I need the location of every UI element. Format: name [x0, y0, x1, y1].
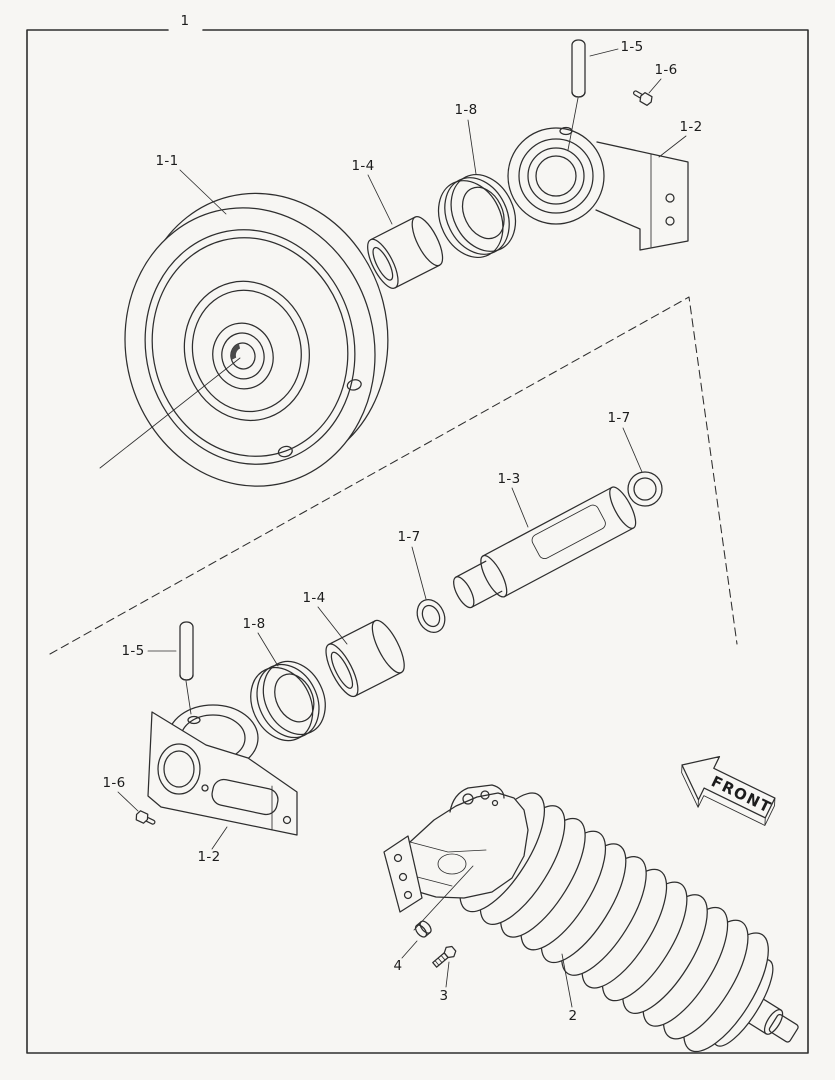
callout-1-4-bottom: 1-4: [302, 590, 326, 606]
seal-ring-bottom-drawing: [250, 660, 326, 742]
callout-1-2-top: 1-2: [679, 119, 703, 135]
callout-1-6-bottom: 1-6: [102, 775, 126, 791]
diagram-border: [26, 29, 809, 1054]
callout-3: 3: [439, 988, 449, 1004]
o-ring-upper-drawing: [627, 471, 663, 507]
callout-1-8-bottom: 1-8: [242, 616, 266, 632]
recoil-spring-drawing: [383, 784, 799, 1053]
bolt-bottom-drawing: [135, 810, 156, 825]
bolt-top-drawing: [633, 90, 653, 106]
bushing-bottom-drawing: [325, 619, 405, 698]
bracket-top-drawing: [507, 126, 689, 251]
bushing-top-drawing: [367, 215, 444, 289]
callout-1-7-upper: 1-7: [607, 410, 631, 426]
callout-1-5-bottom: 1-5: [121, 643, 145, 659]
callout-1-6-top: 1-6: [654, 62, 678, 78]
callout-1-4-top: 1-4: [351, 158, 375, 174]
callout-2: 2: [568, 1008, 578, 1024]
callout-assembly-1: 1: [180, 13, 190, 29]
pin-bottom-drawing: [179, 621, 194, 681]
idler-wheel-drawing: [124, 192, 389, 487]
seal-ring-top-drawing: [437, 174, 517, 258]
bracket-bottom-drawing: [147, 704, 298, 836]
washer-4-drawing: [414, 920, 432, 938]
shaft-drawing: [453, 486, 637, 609]
callout-1-5-top: 1-5: [620, 39, 644, 55]
pin-top-drawing: [571, 39, 586, 98]
callout-1-1: 1-1: [155, 153, 179, 169]
front-direction-arrow: FRONT: [681, 755, 776, 826]
callout-1-8-top: 1-8: [454, 102, 478, 118]
callout-1-2-bottom: 1-2: [197, 849, 221, 865]
o-ring-lower-drawing: [416, 599, 446, 633]
assembly-boundary-dashed-line: [49, 296, 738, 655]
callout-1-3: 1-3: [497, 471, 521, 487]
callout-4: 4: [393, 958, 403, 974]
bolt-3-drawing: [432, 945, 457, 968]
callout-1-7-lower: 1-7: [397, 529, 421, 545]
leader-lines: [99, 48, 687, 1008]
